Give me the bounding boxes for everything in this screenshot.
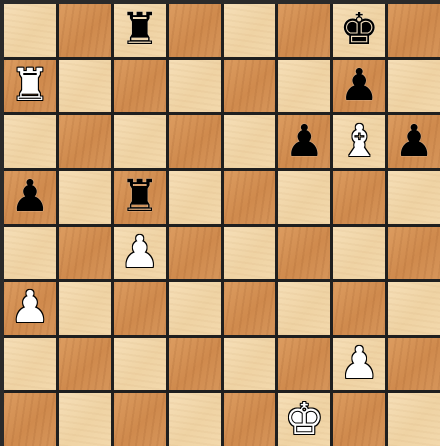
black-pawn-icon[interactable]: ♟ bbox=[10, 175, 49, 219]
square-c3[interactable] bbox=[114, 282, 166, 335]
square-d8[interactable] bbox=[169, 4, 221, 57]
square-c2[interactable] bbox=[114, 338, 166, 391]
square-f1[interactable]: ♚ bbox=[278, 393, 330, 446]
black-pawn-icon[interactable]: ♟ bbox=[339, 64, 378, 108]
square-f8[interactable] bbox=[278, 4, 330, 57]
square-e7[interactable] bbox=[224, 60, 276, 113]
square-b4[interactable] bbox=[59, 227, 111, 280]
square-e5[interactable] bbox=[224, 171, 276, 224]
square-e1[interactable] bbox=[224, 393, 276, 446]
square-a2[interactable] bbox=[4, 338, 56, 391]
square-h1[interactable] bbox=[388, 393, 440, 446]
square-e4[interactable] bbox=[224, 227, 276, 280]
square-h2[interactable] bbox=[388, 338, 440, 391]
square-d1[interactable] bbox=[169, 393, 221, 446]
square-h7[interactable] bbox=[388, 60, 440, 113]
square-h6[interactable]: ♟ bbox=[388, 115, 440, 168]
square-f6[interactable]: ♟ bbox=[278, 115, 330, 168]
square-d4[interactable] bbox=[169, 227, 221, 280]
square-b5[interactable] bbox=[59, 171, 111, 224]
chess-board[interactable]: ♜ ♚ ♜ ♟ ♟ ♝ ♟ ♟ ♜ ♟ ♟ ♟ ♚ bbox=[4, 4, 440, 446]
square-c6[interactable] bbox=[114, 115, 166, 168]
square-a7[interactable]: ♜ bbox=[4, 60, 56, 113]
black-rook-icon[interactable]: ♜ bbox=[120, 8, 159, 52]
white-pawn-icon[interactable]: ♟ bbox=[120, 231, 159, 275]
square-a5[interactable]: ♟ bbox=[4, 171, 56, 224]
square-h3[interactable] bbox=[388, 282, 440, 335]
square-f5[interactable] bbox=[278, 171, 330, 224]
square-a6[interactable] bbox=[4, 115, 56, 168]
black-pawn-icon[interactable]: ♟ bbox=[285, 120, 324, 164]
square-d7[interactable] bbox=[169, 60, 221, 113]
square-a3[interactable]: ♟ bbox=[4, 282, 56, 335]
square-g2[interactable]: ♟ bbox=[333, 338, 385, 391]
black-king-icon[interactable]: ♚ bbox=[339, 8, 378, 52]
square-f2[interactable] bbox=[278, 338, 330, 391]
square-d2[interactable] bbox=[169, 338, 221, 391]
square-c1[interactable] bbox=[114, 393, 166, 446]
square-c4[interactable]: ♟ bbox=[114, 227, 166, 280]
square-d3[interactable] bbox=[169, 282, 221, 335]
square-a8[interactable] bbox=[4, 4, 56, 57]
square-e3[interactable] bbox=[224, 282, 276, 335]
square-g6[interactable]: ♝ bbox=[333, 115, 385, 168]
square-g8[interactable]: ♚ bbox=[333, 4, 385, 57]
square-h4[interactable] bbox=[388, 227, 440, 280]
square-a1[interactable] bbox=[4, 393, 56, 446]
white-bishop-icon[interactable]: ♝ bbox=[339, 120, 378, 164]
square-f3[interactable] bbox=[278, 282, 330, 335]
black-rook-icon[interactable]: ♜ bbox=[120, 175, 159, 219]
white-pawn-icon[interactable]: ♟ bbox=[10, 286, 49, 330]
square-d5[interactable] bbox=[169, 171, 221, 224]
square-c5[interactable]: ♜ bbox=[114, 171, 166, 224]
square-b3[interactable] bbox=[59, 282, 111, 335]
square-e8[interactable] bbox=[224, 4, 276, 57]
square-h8[interactable] bbox=[388, 4, 440, 57]
square-b7[interactable] bbox=[59, 60, 111, 113]
square-h5[interactable] bbox=[388, 171, 440, 224]
white-king-icon[interactable]: ♚ bbox=[285, 398, 324, 442]
square-g1[interactable] bbox=[333, 393, 385, 446]
white-rook-icon[interactable]: ♜ bbox=[10, 64, 49, 108]
square-c7[interactable] bbox=[114, 60, 166, 113]
square-g3[interactable] bbox=[333, 282, 385, 335]
square-d6[interactable] bbox=[169, 115, 221, 168]
black-pawn-icon[interactable]: ♟ bbox=[394, 120, 433, 164]
square-e2[interactable] bbox=[224, 338, 276, 391]
square-b6[interactable] bbox=[59, 115, 111, 168]
square-f4[interactable] bbox=[278, 227, 330, 280]
square-a4[interactable] bbox=[4, 227, 56, 280]
square-g7[interactable]: ♟ bbox=[333, 60, 385, 113]
white-pawn-icon[interactable]: ♟ bbox=[339, 342, 378, 386]
square-b2[interactable] bbox=[59, 338, 111, 391]
square-b8[interactable] bbox=[59, 4, 111, 57]
square-f7[interactable] bbox=[278, 60, 330, 113]
square-g4[interactable] bbox=[333, 227, 385, 280]
square-g5[interactable] bbox=[333, 171, 385, 224]
square-c8[interactable]: ♜ bbox=[114, 4, 166, 57]
square-b1[interactable] bbox=[59, 393, 111, 446]
square-e6[interactable] bbox=[224, 115, 276, 168]
